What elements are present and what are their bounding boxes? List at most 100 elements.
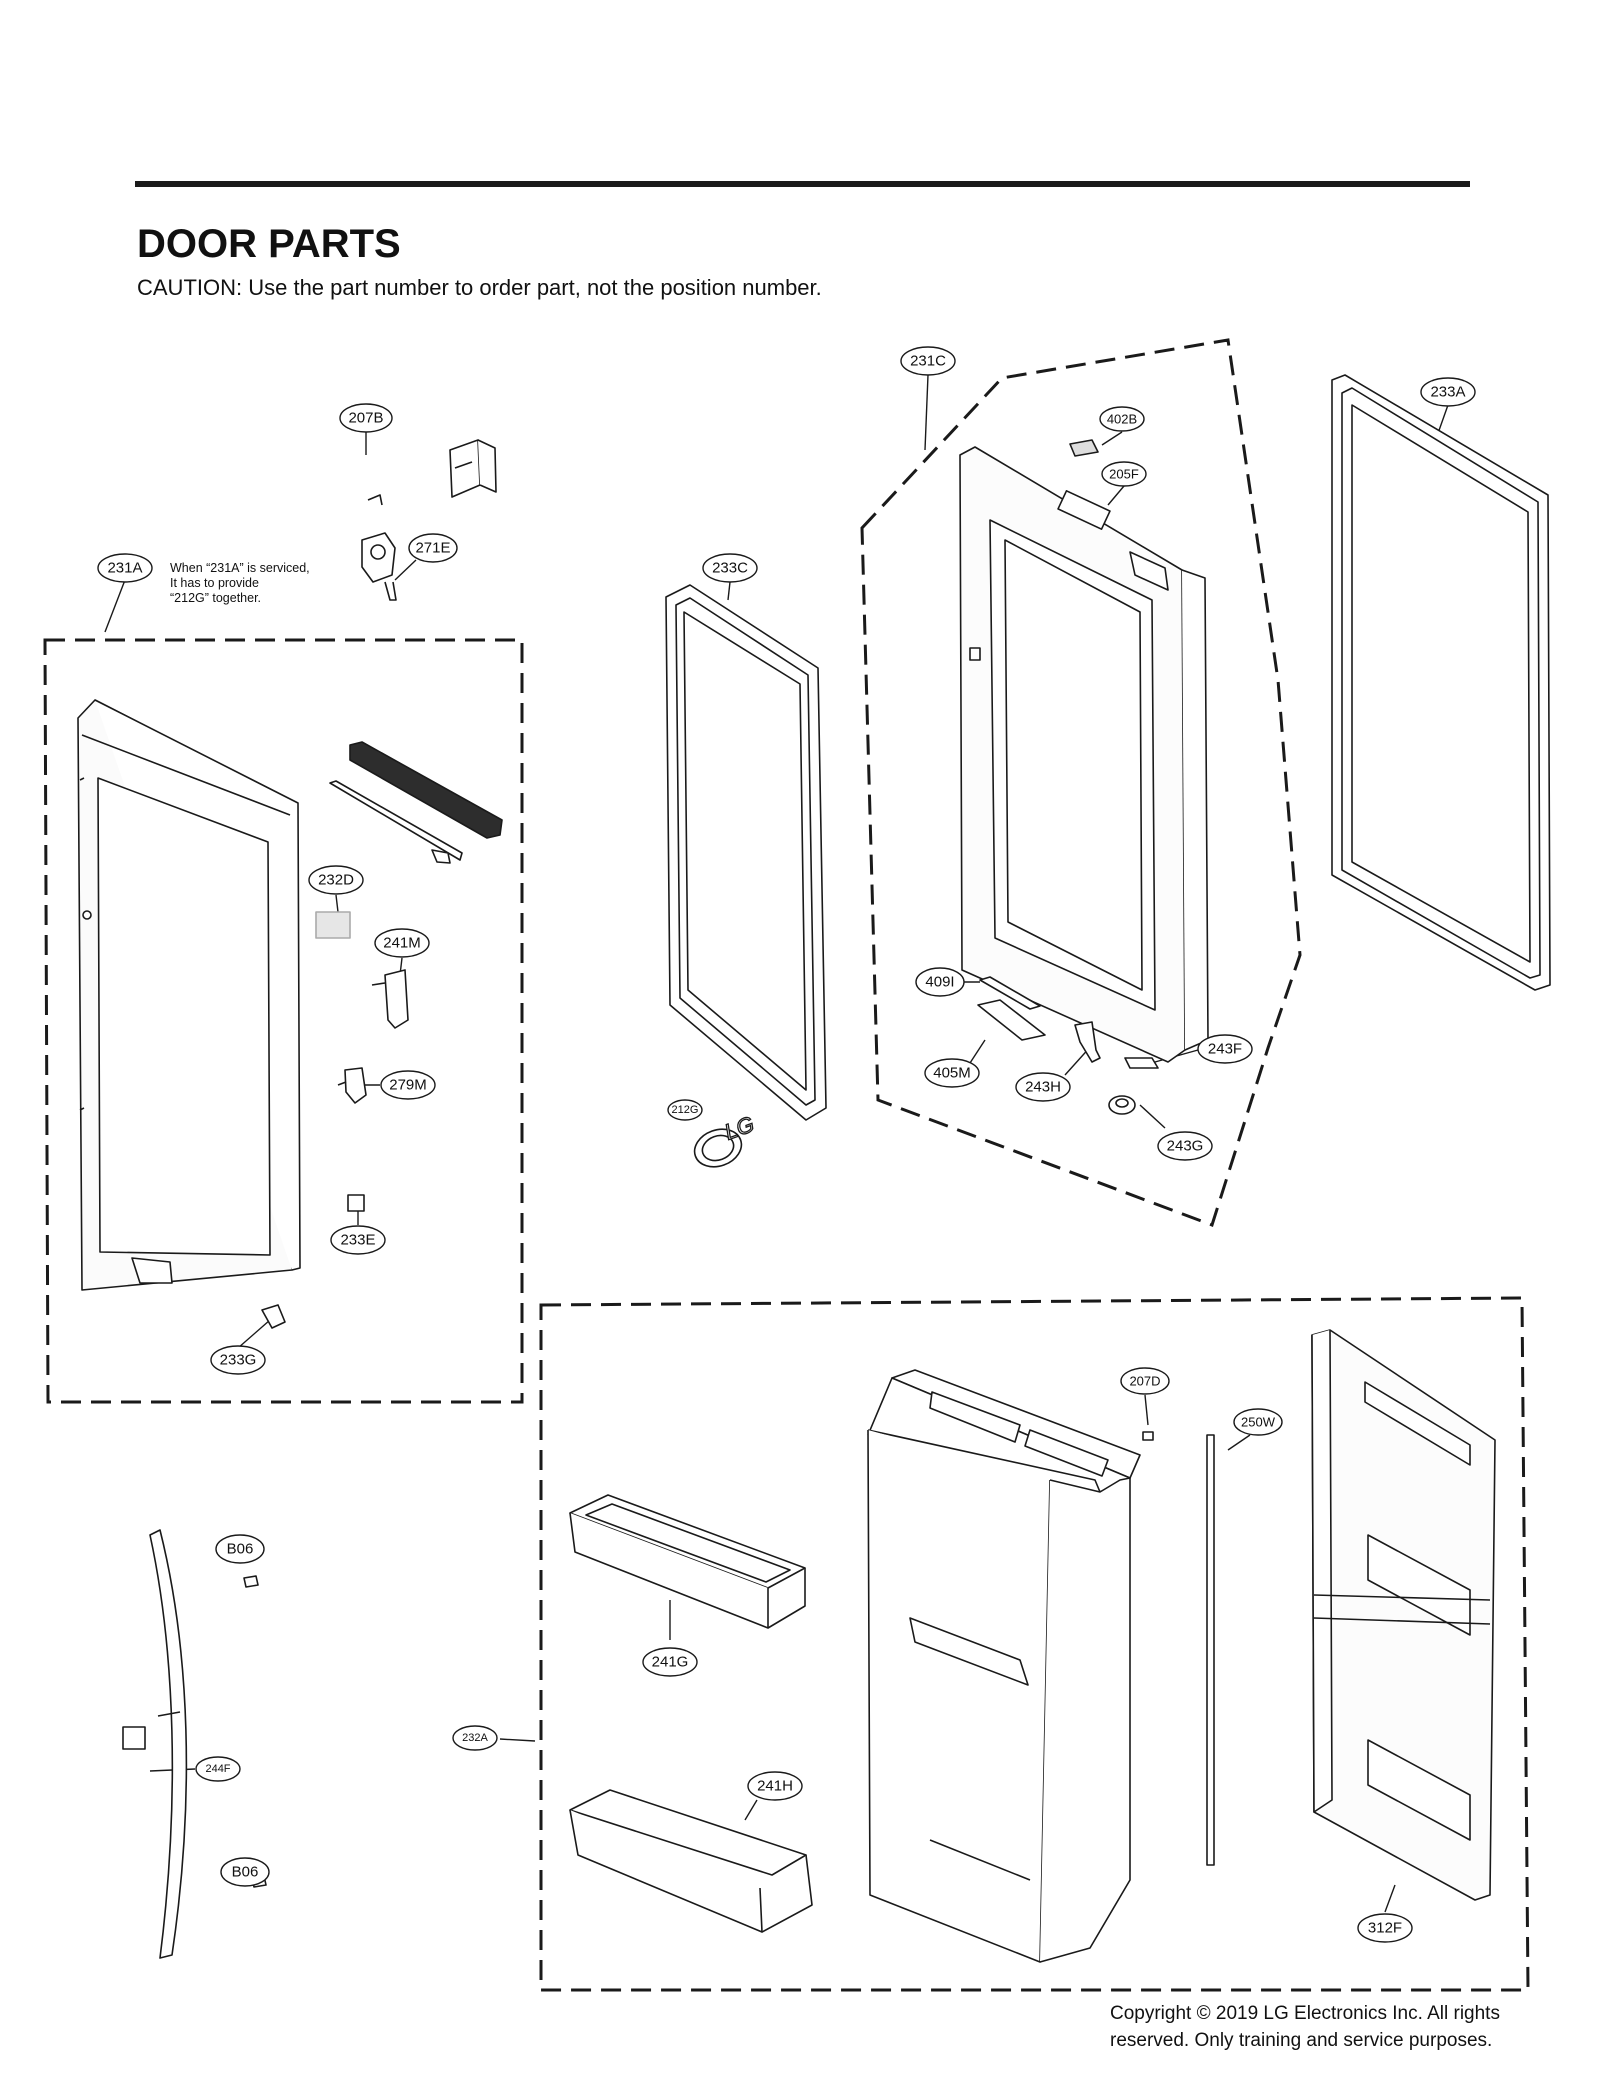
label-232D-ellipse xyxy=(308,865,364,895)
label-207D: 207D xyxy=(1129,1374,1160,1389)
label-250W: 250W xyxy=(1241,1415,1276,1430)
label-243G-ellipse xyxy=(1157,1131,1213,1161)
bracket-207B-drawing xyxy=(367,439,497,506)
label-241G: 241G xyxy=(652,1654,689,1671)
clip-233G-drawing xyxy=(261,1304,286,1329)
header-rule xyxy=(135,181,1470,187)
label-243F-ellipse xyxy=(1197,1034,1253,1064)
leader-line xyxy=(335,894,339,913)
label-241G-ellipse xyxy=(642,1647,698,1677)
strip-405M-drawing xyxy=(977,976,1046,1041)
gasket-233A-drawing xyxy=(1331,374,1551,991)
leader-line xyxy=(1139,1104,1166,1129)
service-note-line: When “231A” is serviced, xyxy=(170,561,310,575)
label-402B-ellipse xyxy=(1099,406,1145,432)
label-231C-ellipse xyxy=(900,346,956,376)
service-note: When “231A” is serviced, It has to provi… xyxy=(170,561,340,606)
label-271E-ellipse xyxy=(408,533,458,563)
door-frame-231C-drawing xyxy=(959,446,1209,1063)
label-233A-ellipse xyxy=(1420,377,1476,407)
page-title: DOOR PARTS xyxy=(137,222,401,266)
group-boundary-231A xyxy=(43,638,524,1404)
leader-line xyxy=(499,1738,536,1742)
leader-line xyxy=(727,581,731,601)
service-note-line: “212G” together. xyxy=(170,591,262,605)
label-233C: 233C xyxy=(712,560,748,577)
lg-logo-212G-drawing xyxy=(693,1128,743,1168)
label-207B-ellipse xyxy=(339,403,393,433)
gasket-233C-drawing xyxy=(665,584,827,1121)
label-243F: 243F xyxy=(1208,1041,1242,1058)
door-liner-232A-drawing xyxy=(867,1369,1141,1963)
label-205F: 205F xyxy=(1109,467,1139,482)
part-207D-drawing xyxy=(1142,1431,1154,1441)
label-233G-ellipse xyxy=(210,1345,266,1375)
label-409I: 409I xyxy=(925,974,954,991)
pad-232D-drawing xyxy=(315,911,351,939)
label-243G: 243G xyxy=(1167,1138,1204,1155)
door-panel-312F-drawing xyxy=(1311,1329,1496,1901)
label-232A-ellipse xyxy=(452,1725,498,1751)
label-B06-ellipse xyxy=(220,1857,270,1887)
label-212G-ellipse xyxy=(667,1099,703,1121)
label-B06: B06 xyxy=(232,1864,259,1881)
label-279M: 279M xyxy=(389,1077,427,1094)
label-241M-ellipse xyxy=(374,928,430,958)
label-233G: 233G xyxy=(220,1352,257,1369)
copyright-notice: Copyright © 2019 LG Electronics Inc. All… xyxy=(1110,2000,1580,2054)
group-boundary-231C xyxy=(860,338,1302,1227)
handle-244F-drawing xyxy=(122,1529,188,1959)
door-strip-drawing xyxy=(329,741,503,864)
label-402B: 402B xyxy=(1107,412,1137,427)
leader-line xyxy=(969,1039,986,1064)
label-279M-ellipse xyxy=(380,1070,436,1100)
leader-line xyxy=(1227,1434,1251,1451)
copyright-line: Copyright © 2019 LG Electronics Inc. All… xyxy=(1110,2003,1500,2024)
label-241M: 241M xyxy=(383,935,421,952)
basket-241G-drawing xyxy=(569,1494,806,1629)
cam-279M-drawing xyxy=(337,1067,367,1104)
label-B06-ellipse xyxy=(215,1534,265,1564)
label-233A: 233A xyxy=(1430,384,1465,401)
leader-line xyxy=(104,579,126,633)
label-205F-ellipse xyxy=(1101,461,1147,487)
leader-line xyxy=(394,559,417,581)
leader-line xyxy=(1107,485,1125,506)
label-231A: 231A xyxy=(107,560,142,577)
label-B06: B06 xyxy=(227,1541,254,1558)
label-212G: 212G xyxy=(672,1104,699,1116)
label-232D: 232D xyxy=(318,872,354,889)
leader-line xyxy=(744,1799,758,1821)
label-243H-ellipse xyxy=(1015,1072,1071,1102)
leader-line xyxy=(1384,1884,1396,1913)
clip-233E-drawing xyxy=(347,1194,365,1212)
label-271E: 271E xyxy=(415,540,450,557)
hinge-271E-drawing xyxy=(361,532,397,601)
label-233E: 233E xyxy=(340,1232,375,1249)
leader-line xyxy=(924,374,929,451)
basket-241H-drawing xyxy=(569,1789,813,1933)
label-244F-ellipse xyxy=(195,1756,241,1782)
label-233E-ellipse xyxy=(330,1225,386,1255)
label-405M: 405M xyxy=(933,1065,971,1082)
part-243F-drawing xyxy=(1124,1057,1159,1069)
screw-B06-drawing xyxy=(243,1575,259,1588)
label-312F-ellipse xyxy=(1357,1913,1413,1943)
door-bracket-drawing xyxy=(131,1257,173,1284)
label-250W-ellipse xyxy=(1233,1408,1283,1436)
label-231A-ellipse xyxy=(97,553,153,583)
label-312F: 312F xyxy=(1368,1920,1402,1937)
part-243G-drawing xyxy=(1108,1095,1136,1115)
leader-line xyxy=(1144,1394,1149,1426)
label-233C-ellipse xyxy=(702,553,758,583)
bracket-241M-drawing xyxy=(371,969,409,1029)
label-241H: 241H xyxy=(757,1778,793,1795)
part-402B-drawing xyxy=(1069,439,1099,457)
label-405M-ellipse xyxy=(924,1058,980,1088)
service-note-line: It has to provide xyxy=(170,576,259,590)
door-231A-drawing xyxy=(77,699,301,1291)
rod-250W-drawing xyxy=(1206,1434,1215,1866)
label-243H: 243H xyxy=(1025,1079,1061,1096)
group-boundary-232A xyxy=(539,1296,1530,1992)
